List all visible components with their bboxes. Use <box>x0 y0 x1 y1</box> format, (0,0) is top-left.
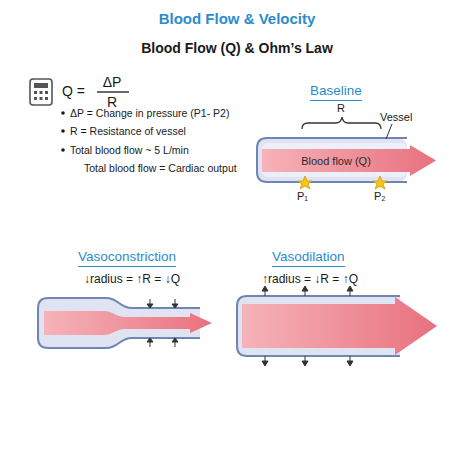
bullet-dots <box>61 111 65 152</box>
constricted-vessel <box>38 298 212 348</box>
relation-text: ↑radius = ↓R = ↑Q <box>262 273 358 287</box>
bullet-text: Total blood flow = Cardiac output <box>84 162 237 174</box>
pressure-label: P₂ <box>374 190 386 203</box>
diagram-title: Blood Flow & Velocity <box>0 10 474 27</box>
formula-numerator: ΔP <box>97 74 127 90</box>
resistance-brace <box>302 117 381 129</box>
pressure-stars <box>298 176 387 189</box>
resistance-label: R <box>337 102 345 115</box>
pressure-label: P₁ <box>297 190 308 203</box>
calculator-icon <box>30 79 52 105</box>
leader-line <box>386 124 392 139</box>
section-heading: Baseline <box>310 83 362 101</box>
subtitle: Blood Flow (Q) & Ohm’s Law <box>0 40 474 56</box>
dilated-vessel <box>237 286 437 366</box>
flow-label: Blood flow (Q) <box>262 155 410 167</box>
flow-arrow: Blood flow (Q) <box>262 145 436 176</box>
bullet-text: Total blood flow ~ 5 L/min <box>70 144 189 156</box>
relation-text: ↓radius = ↑R = ↓Q <box>84 273 180 287</box>
part-label: Vessel <box>380 111 412 124</box>
bullet-text: R = Resistance of vessel <box>70 125 186 137</box>
formula-text: Q = <box>62 83 85 99</box>
section-heading: Vasodilation <box>272 249 345 267</box>
fraction-bar <box>97 91 129 92</box>
section-heading: Vasoconstriction <box>78 249 176 267</box>
bullet-text: ΔP = Change in pressure (P1- P2) <box>70 107 229 119</box>
